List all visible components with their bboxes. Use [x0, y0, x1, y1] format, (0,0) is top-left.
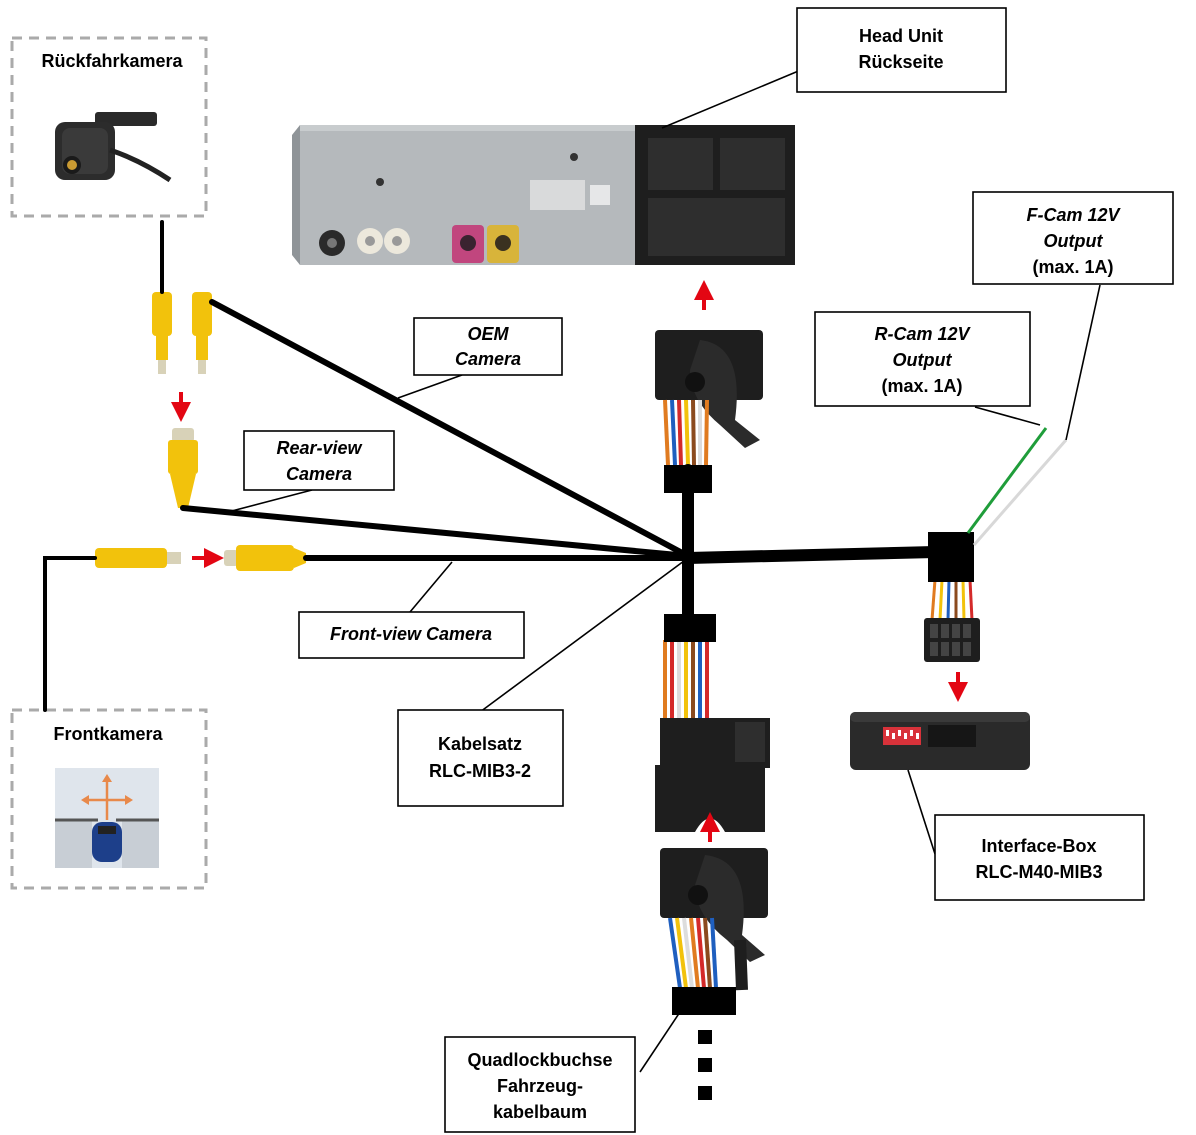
harness-sleeves [664, 465, 974, 1015]
head-unit-label-line1: Head Unit [859, 26, 943, 46]
oem-camera-label-line1: OEM [467, 324, 509, 344]
rear-camera-frame [10, 36, 208, 218]
fcam-label-box [972, 191, 1174, 285]
front-camera-title: Frontkamera [53, 724, 163, 744]
continuation-dots [698, 1030, 712, 1100]
interface-box-label-line1: Interface-Box [981, 836, 1096, 856]
cable-set-label-line1: Kabelsatz [438, 734, 522, 754]
rca-plug-right-image [192, 292, 212, 374]
rcam-label-line2: Output [893, 350, 953, 370]
rca-plug-left-image [152, 292, 172, 374]
front-view-label: Front-view Camera [330, 624, 492, 644]
fcam-label-line2: Output [1044, 231, 1104, 251]
fcam-label-line1: F-Cam 12V [1026, 205, 1121, 225]
rear-camera-title: Rückfahrkamera [41, 51, 183, 71]
head-unit-image [292, 125, 795, 265]
red-arrows [171, 280, 968, 842]
rear-view-label-line1: Rear-view [276, 438, 362, 458]
oem-camera-label-box [413, 317, 563, 376]
rear-view-label-line2: Camera [286, 464, 352, 484]
front-camera-frame [10, 708, 208, 890]
output-wires [966, 427, 1068, 546]
interface-box-label-line2: RLC-M40-MIB3 [975, 862, 1102, 882]
head-unit-label-box [796, 7, 1007, 93]
rcam-label-box [814, 311, 1031, 407]
cable-harness [43, 220, 941, 712]
front-view-label-box [298, 611, 525, 659]
interface-plug-image [924, 579, 980, 662]
rear-view-label-box [243, 430, 395, 491]
rca-plug-front-image [95, 548, 181, 568]
quadlock-label-line1: Quadlockbuchse [467, 1050, 612, 1070]
oem-camera-label-line2: Camera [455, 349, 521, 369]
fcam-label-line3: (max. 1A) [1032, 257, 1113, 277]
front-camera-image [55, 768, 159, 868]
rca-socket-front-image [224, 545, 306, 571]
interface-box-label-box [934, 814, 1145, 901]
rear-camera-image [55, 112, 172, 183]
rcam-label-line1: R-Cam 12V [874, 324, 971, 344]
quadlock-connector-image [660, 848, 768, 991]
cable-set-label-box [397, 709, 564, 807]
rcam-label-line3: (max. 1A) [881, 376, 962, 396]
upper-connector-image [655, 330, 763, 466]
lower-connector-image [655, 640, 770, 832]
quadlock-label-line2: Fahrzeug- [497, 1076, 583, 1096]
leader-lines [227, 61, 1101, 1073]
interface-box-image [850, 712, 1030, 770]
head-unit-label-line2: Rückseite [858, 52, 943, 72]
quadlock-label-line3: kabelbaum [493, 1102, 587, 1122]
cable-set-label-line2: RLC-MIB3-2 [429, 761, 531, 781]
rca-socket-rear-image [168, 428, 198, 508]
quadlock-label-box [444, 1036, 636, 1133]
